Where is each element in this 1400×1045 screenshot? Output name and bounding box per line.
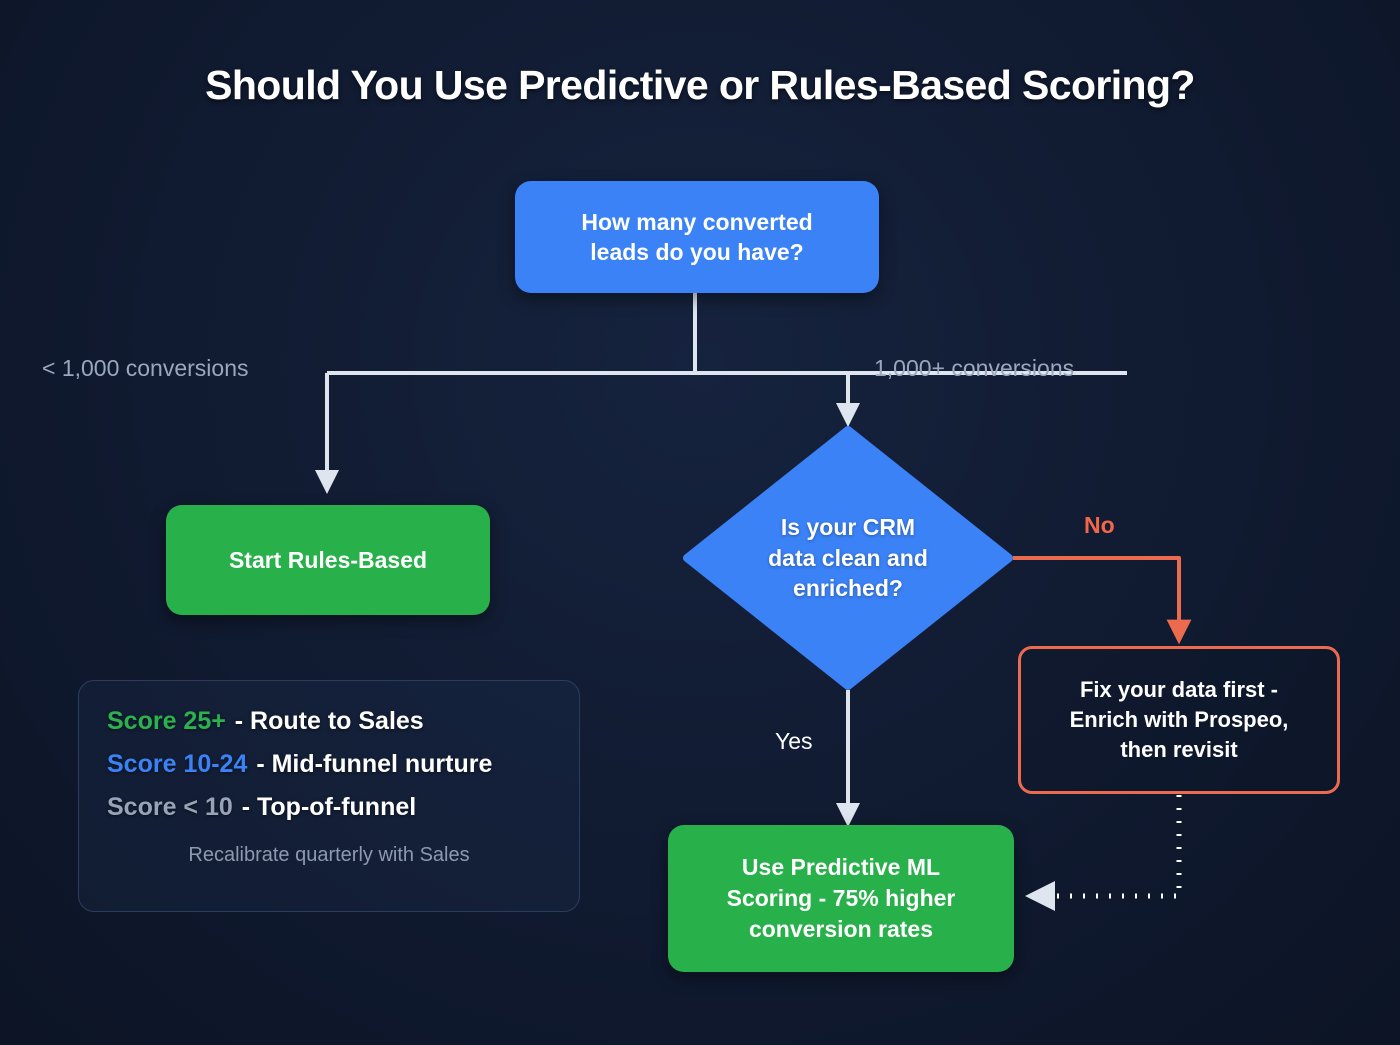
node-start-line1: How many converted — [581, 208, 813, 235]
node-fix-data-line1: Fix your data first - — [1079, 677, 1279, 703]
node-fix-data[interactable]: Fix your data first - Enrich with Prospe… — [1018, 646, 1340, 794]
node-start-line2: leads do you have? — [590, 239, 804, 265]
legend-text-score-10-24: - Mid-funnel nurture — [249, 750, 493, 778]
node-start-rules-based[interactable]: Start Rules-Based — [166, 505, 490, 615]
edge-label-high-volume: 1,000+ conversions — [874, 355, 1075, 381]
edge-revisit-dotted — [1025, 795, 1182, 911]
edge-no-branch — [1013, 556, 1192, 645]
legend-key-score-under-10: Score < 10 — [107, 793, 233, 821]
node-fix-data-line2: Enrich with Prospeo, — [1069, 707, 1289, 733]
legend-note: Recalibrate quarterly with Sales — [188, 844, 470, 866]
legend-key-score-25-plus: Score 25+ — [107, 707, 226, 735]
legend-row: Score 25+ - Route to Sales — [107, 707, 579, 736]
node-predictive-ml[interactable]: Use Predictive ML Scoring - 75% higher c… — [668, 825, 1014, 972]
node-fix-data-line3: then revisit — [1120, 736, 1238, 762]
edge-label-low-volume: < 1,000 conversions — [42, 355, 249, 381]
edge-label-yes: Yes — [775, 728, 813, 754]
page-title: Should You Use Predictive or Rules-Based… — [205, 62, 1195, 108]
legend-row: Score < 10 - Top-of-funnel — [107, 793, 579, 822]
node-rules-based-label: Start Rules-Based — [228, 546, 428, 573]
legend-text-score-25-plus: - Route to Sales — [227, 707, 424, 735]
node-crm-line3: enriched? — [793, 575, 903, 602]
node-crm-decision[interactable]: Is your CRM data clean and enriched? — [683, 426, 1013, 690]
legend-key-score-10-24: Score 10-24 — [107, 750, 248, 778]
scoring-legend-panel: Score 25+ - Route to Sales Score 10-24 -… — [78, 680, 580, 912]
node-predictive-line2: Scoring - 75% higher — [726, 885, 956, 912]
node-predictive-line1: Use Predictive ML — [741, 854, 941, 881]
node-crm-line1: Is your CRM — [780, 514, 916, 541]
legend-row: Score 10-24 - Mid-funnel nurture — [107, 750, 579, 779]
node-predictive-line3: conversion rates — [748, 915, 934, 942]
node-crm-line2: data clean and — [768, 544, 928, 571]
diamond-shape — [683, 426, 1013, 690]
legend-text-score-under-10: - Top-of-funnel — [234, 793, 417, 821]
node-start-question[interactable]: How many converted leads do you have? — [515, 181, 879, 293]
edge-label-no: No — [1084, 512, 1115, 538]
